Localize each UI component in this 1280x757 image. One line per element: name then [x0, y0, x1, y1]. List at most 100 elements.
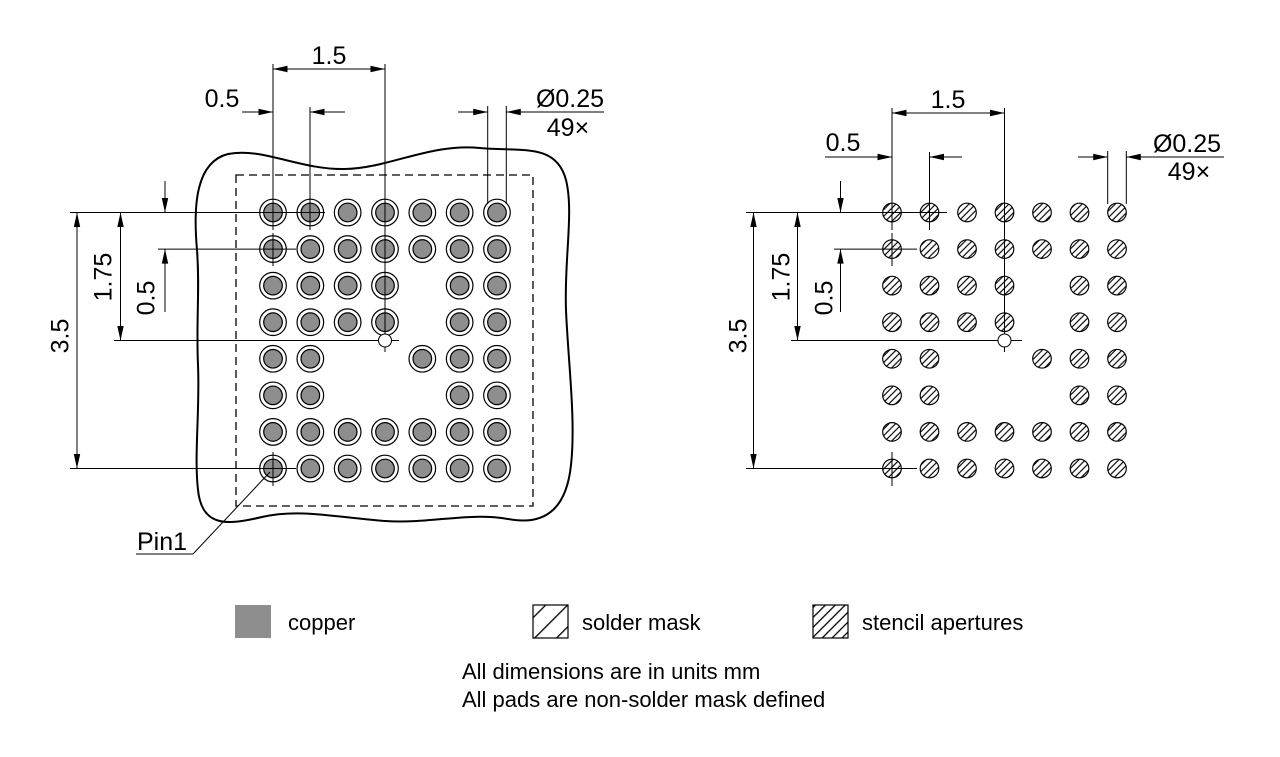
center-marker — [378, 333, 392, 348]
copper-pad — [375, 458, 395, 479]
legend-label-solder-mask: solder mask — [582, 610, 702, 635]
copper-pad — [300, 275, 321, 296]
stencil-aperture — [919, 348, 940, 369]
legend-swatch-solder-mask — [532, 604, 569, 639]
copper-pad — [449, 275, 470, 296]
copper-pad — [412, 458, 433, 479]
copper-pad — [487, 312, 507, 333]
left-view-labels: 1.5 0.5 Ø0.25 49× 3.5 1.75 0.5 Pin1 — [47, 42, 604, 556]
stencil-aperture — [1032, 458, 1052, 479]
stencil-aperture — [994, 458, 1015, 479]
stencil-aperture — [1107, 385, 1127, 406]
copper-pad — [412, 348, 433, 369]
copper-pad — [263, 312, 283, 333]
copper-pad — [487, 348, 507, 369]
copper-pad — [337, 239, 358, 259]
copper-pad — [449, 458, 470, 479]
dim-text-pad-count: 49× — [547, 114, 589, 142]
stencil-aperture — [1069, 458, 1090, 479]
copper-pad — [487, 239, 507, 259]
copper-pad — [337, 275, 358, 296]
stencil-aperture — [957, 275, 977, 296]
copper-pad — [412, 422, 433, 442]
copper-pad — [300, 422, 321, 442]
dim-text-col-span: 1.5 — [931, 86, 966, 114]
copper-pad — [487, 422, 507, 442]
stencil-aperture — [882, 275, 902, 296]
stencil-aperture — [1107, 348, 1127, 369]
copper-pad — [300, 239, 321, 259]
copper-pad — [449, 239, 470, 259]
copper-pad — [263, 422, 283, 442]
stencil-aperture — [1069, 422, 1090, 442]
stencil-aperture — [1032, 348, 1052, 369]
stencil-aperture — [1069, 385, 1090, 406]
note-mask-defined: All pads are non-solder mask defined — [462, 687, 825, 712]
stencil-aperture — [919, 458, 940, 479]
stencil-aperture — [994, 422, 1015, 442]
stencil-aperture — [1107, 202, 1127, 223]
copper-pad — [487, 385, 507, 406]
copper-pad — [375, 422, 395, 442]
stencil-aperture — [957, 312, 977, 333]
dim-text-pad-count: 49× — [1168, 158, 1210, 186]
right-view-stencil-apertures: 1.5 0.5 Ø0.25 49× 3.5 1.75 0.5 — [725, 86, 1224, 486]
solder-mask-blob — [194, 146, 574, 523]
stencil-aperture — [919, 239, 940, 259]
copper-pad — [337, 202, 358, 223]
stencil-aperture — [882, 385, 902, 406]
copper-pad — [487, 458, 507, 479]
legend-label-stencil-apertures: stencil apertures — [862, 610, 1023, 635]
stencil-aperture — [1107, 422, 1127, 442]
copper-pad — [487, 202, 507, 223]
dim-text-half-span: 1.75 — [768, 253, 796, 302]
stencil-aperture — [1107, 312, 1127, 333]
stencil-aperture — [1069, 202, 1090, 223]
copper-pad — [300, 348, 321, 369]
dim-text-pad-diameter: Ø0.25 — [536, 85, 604, 113]
copper-pad — [449, 348, 470, 369]
note-units: All dimensions are in units mm — [462, 659, 760, 684]
dim-text-pad-diameter: Ø0.25 — [1153, 130, 1221, 158]
pin1-leader-line — [192, 471, 271, 555]
stencil-aperture — [1069, 239, 1090, 259]
legend: copper solder mask stencil apertures — [235, 604, 1023, 639]
stencil-aperture — [882, 348, 902, 369]
stencil-aperture — [919, 275, 940, 296]
dim-text-col-span: 1.5 — [312, 42, 347, 70]
stencil-aperture — [957, 458, 977, 479]
dim-text-row-pitch: 0.5 — [133, 281, 161, 316]
copper-pad — [263, 275, 283, 296]
stencil-aperture — [919, 312, 940, 333]
copper-pad — [449, 202, 470, 223]
left-view-dimensions — [70, 64, 604, 555]
copper-pad — [263, 385, 283, 406]
stencil-aperture — [1107, 275, 1127, 296]
center-marker — [997, 333, 1012, 348]
stencil-aperture — [1032, 202, 1052, 223]
right-view-dimensions — [746, 108, 1224, 486]
legend-swatch-stencil-apertures — [812, 604, 849, 639]
copper-pad — [449, 312, 470, 333]
stencil-aperture — [957, 239, 977, 259]
stencil-aperture — [1107, 458, 1127, 479]
pin1-label: Pin1 — [137, 528, 187, 556]
copper-pads — [259, 198, 511, 483]
dim-text-col-pitch: 0.5 — [826, 129, 861, 157]
stencil-aperture — [1032, 422, 1052, 442]
drawing-notes: All dimensions are in units mm All pads … — [462, 659, 825, 712]
stencil-aperture — [957, 202, 977, 223]
copper-pad — [412, 202, 433, 223]
dim-text-row-pitch: 0.5 — [811, 281, 839, 316]
stencil-aperture — [882, 422, 902, 442]
copper-pad — [449, 385, 470, 406]
dim-text-col-pitch: 0.5 — [205, 85, 240, 113]
copper-pad — [337, 458, 358, 479]
copper-pad — [337, 422, 358, 442]
copper-pad — [337, 312, 358, 333]
right-view-labels: 1.5 0.5 Ø0.25 49× 3.5 1.75 0.5 — [725, 86, 1221, 353]
stencil-aperture — [1069, 275, 1090, 296]
dim-text-half-span: 1.75 — [90, 253, 118, 302]
